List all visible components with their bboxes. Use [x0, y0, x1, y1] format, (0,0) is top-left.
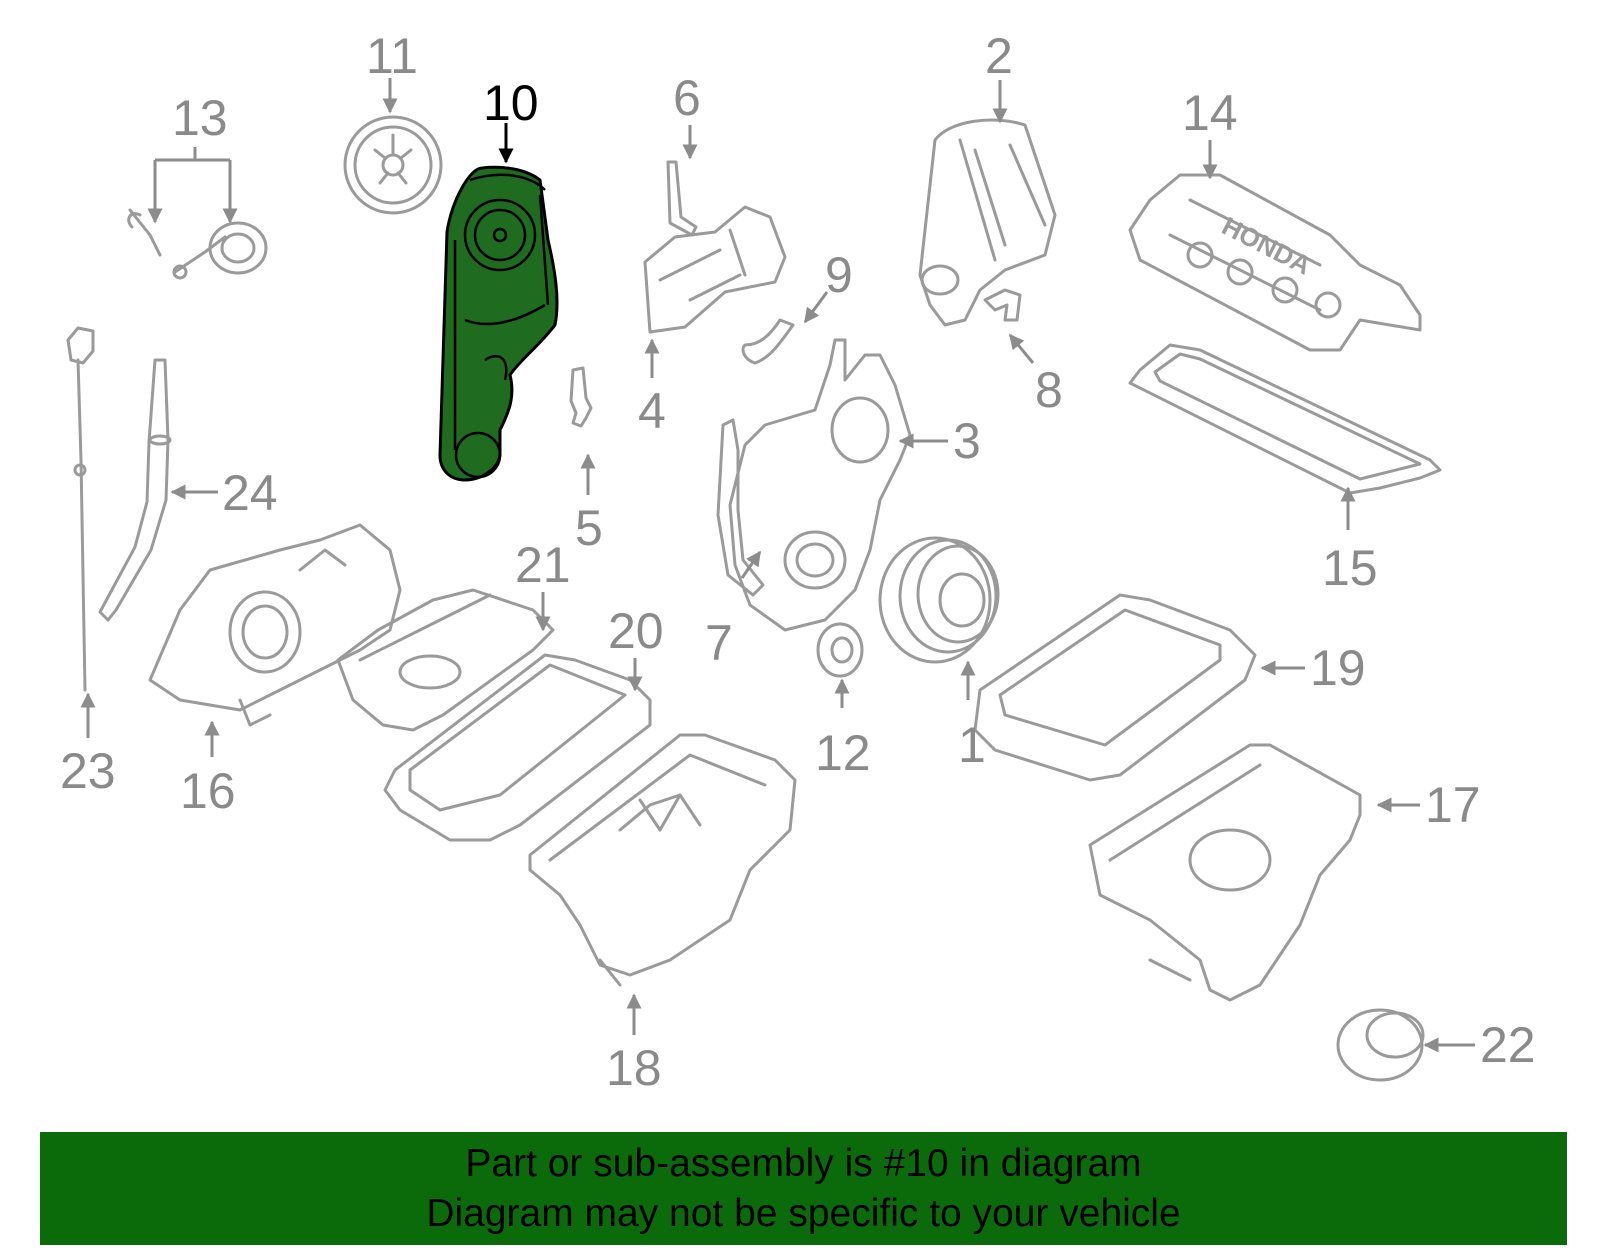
part-2-upper-cover[interactable] — [918, 118, 1057, 327]
part-5-bracket[interactable] — [569, 366, 593, 428]
part-18-oil-pan[interactable] — [528, 733, 797, 987]
part-23-dipstick[interactable] — [66, 326, 95, 692]
callout-14[interactable]: 14 — [1182, 85, 1238, 141]
parts-diagram: HONDA — [60, 28, 1536, 1096]
callout-23[interactable]: 23 — [60, 743, 116, 799]
callout-4[interactable]: 4 — [638, 383, 666, 439]
part-8-clip[interactable] — [983, 288, 1022, 322]
banner-line-disclaimer: Diagram may not be specific to your vehi… — [426, 1191, 1181, 1235]
part-9-seal[interactable] — [741, 318, 795, 365]
callout-24[interactable]: 24 — [222, 465, 278, 521]
callout-18[interactable]: 18 — [606, 1040, 662, 1096]
part-15-gasket[interactable] — [1128, 343, 1442, 495]
info-banner: Part or sub-assembly is #10 in diagram D… — [40, 1132, 1567, 1245]
part-12-crank-gear[interactable] — [816, 622, 864, 678]
callout-22[interactable]: 22 — [1480, 1017, 1536, 1073]
callout-leaders — [80, 78, 1475, 1053]
part-21-baffle[interactable] — [336, 588, 555, 732]
callout-11[interactable]: 11 — [366, 28, 418, 84]
callout-labels: 1 2 3 4 5 6 7 8 9 10 11 12 13 14 15 16 1… — [60, 28, 1536, 1096]
part-10-timing-belt[interactable] — [438, 165, 559, 482]
callout-21[interactable]: 21 — [515, 537, 571, 593]
callout-8[interactable]: 8 — [1035, 362, 1063, 418]
callout-15[interactable]: 15 — [1322, 540, 1378, 596]
part-4-cover[interactable] — [643, 205, 787, 334]
callout-19[interactable]: 19 — [1310, 640, 1366, 696]
callout-5[interactable]: 5 — [575, 500, 603, 556]
callout-16[interactable]: 16 — [180, 763, 236, 819]
callout-10[interactable]: 10 — [483, 75, 539, 131]
callout-2[interactable]: 2 — [985, 28, 1013, 84]
callout-17[interactable]: 17 — [1425, 777, 1481, 833]
part-14-valve-cover[interactable]: HONDA — [1128, 173, 1422, 352]
part-17-oil-pan[interactable] — [1088, 743, 1362, 1002]
part-7-gasket[interactable] — [716, 418, 765, 597]
callout-6[interactable]: 6 — [673, 70, 701, 126]
callout-7[interactable]: 7 — [705, 615, 733, 671]
part-6-bolt[interactable] — [666, 160, 698, 237]
part-3-cover[interactable] — [728, 338, 912, 632]
part-19-gasket[interactable] — [973, 593, 1257, 782]
callout-3[interactable]: 3 — [953, 413, 981, 469]
part-16-oil-pump[interactable] — [148, 523, 402, 727]
part-11-cam-pulley[interactable] — [343, 115, 443, 215]
part-13-tensioner[interactable] — [127, 208, 268, 280]
part-20-gasket[interactable] — [383, 653, 652, 842]
callout-12[interactable]: 12 — [815, 725, 871, 781]
banner-line-part: Part or sub-assembly is #10 in diagram — [465, 1141, 1142, 1185]
callout-1[interactable]: 1 — [958, 717, 986, 773]
callout-13[interactable]: 13 — [172, 90, 228, 146]
part-24-dipstick-tube[interactable] — [98, 358, 172, 622]
brand-marking: HONDA — [1217, 211, 1316, 281]
callout-20[interactable]: 20 — [608, 603, 664, 659]
part-22-oil-filter[interactable] — [1336, 1008, 1425, 1082]
callout-9[interactable]: 9 — [825, 247, 853, 303]
part-1-crank-pulley[interactable] — [878, 536, 1000, 664]
